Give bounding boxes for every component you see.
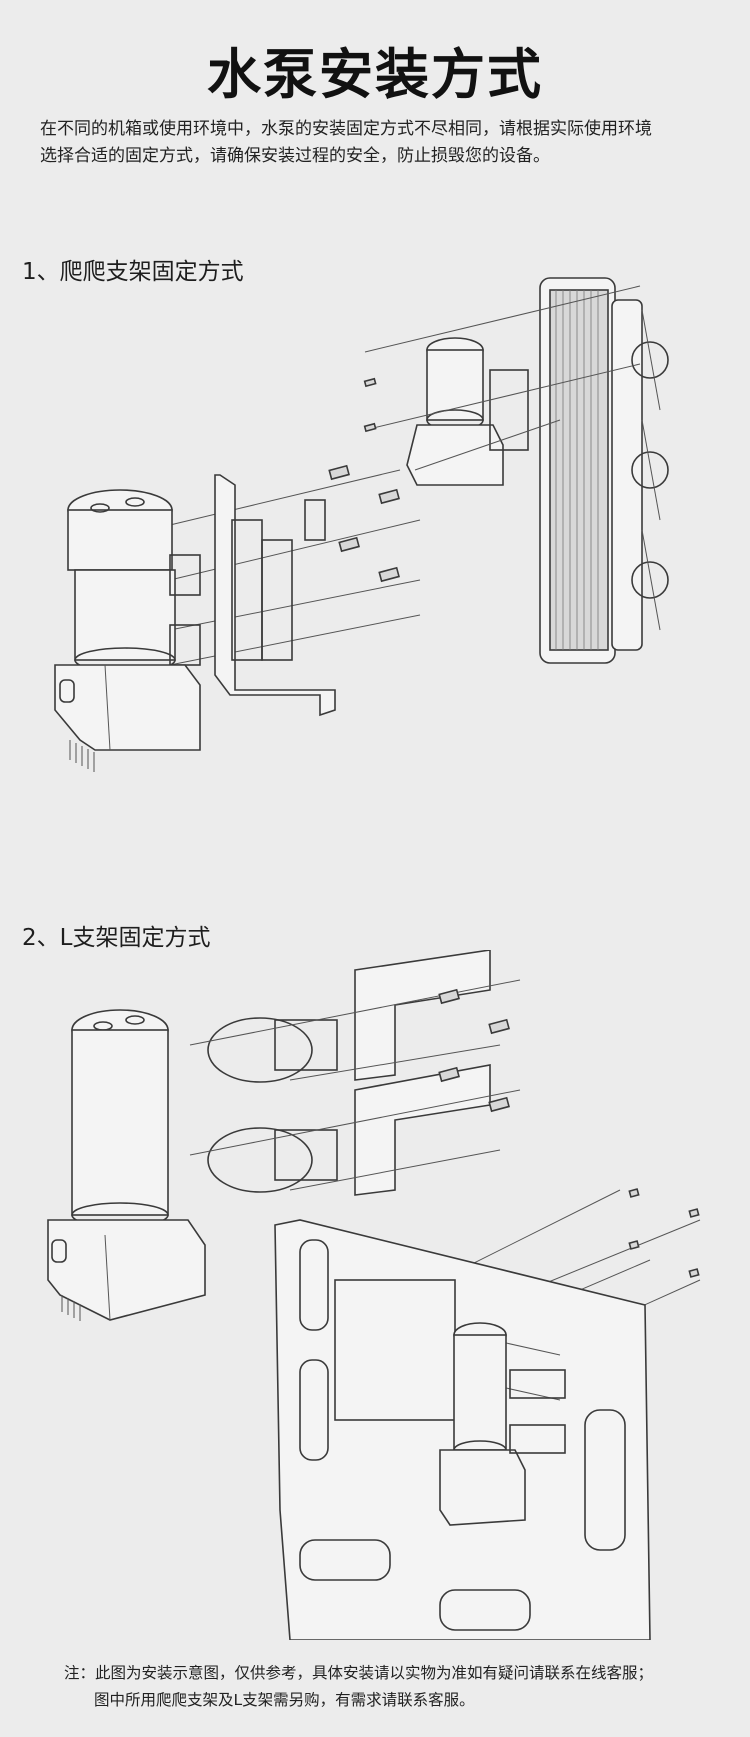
page-title: 水泵安装方式 bbox=[207, 43, 543, 106]
large-pump-drawing-2 bbox=[47, 1009, 206, 1321]
mounted-pump-drawing bbox=[406, 337, 529, 486]
screws-2 bbox=[438, 988, 700, 1278]
section-heading-crawler-bracket: 1、爬爬支架固定方式 bbox=[22, 259, 244, 285]
intro-line-2: 选择合适的固定方式，请确保安装过程的安全，防止损毁您的设备。 bbox=[40, 146, 550, 166]
intro-text: 在不同的机箱或使用环境中，水泵的安装固定方式不尽相同，请根据实际使用环境 选择合… bbox=[40, 116, 720, 170]
panel-pump-drawing bbox=[439, 1322, 566, 1526]
l-bracket-illustration bbox=[47, 950, 701, 1640]
footnote-line-1: 注：此图为安装示意图，仅供参考，具体安装请以实物为准如有疑问请联系在线客服； bbox=[64, 1664, 654, 1682]
crawler-bracket-illustration bbox=[54, 277, 669, 772]
large-pump-drawing bbox=[54, 489, 201, 772]
crawler-bracket-drawing bbox=[214, 474, 336, 717]
footnote: 注：此图为安装示意图，仅供参考，具体安装请以实物为准如有疑问请联系在线客服； 图… bbox=[64, 1660, 724, 1714]
screws bbox=[328, 377, 400, 583]
section-heading-l-bracket: 2、L支架固定方式 bbox=[22, 925, 211, 951]
intro-line-1: 在不同的机箱或使用环境中，水泵的安装固定方式不尽相同，请根据实际使用环境 bbox=[40, 119, 652, 139]
l-brackets-drawing bbox=[354, 950, 491, 1196]
radiator-drawing bbox=[539, 277, 669, 664]
footnote-line-2: 图中所用爬爬支架及L支架需另购，有需求请联系客服。 bbox=[94, 1691, 475, 1709]
ring-clamps-drawing bbox=[207, 1017, 338, 1193]
